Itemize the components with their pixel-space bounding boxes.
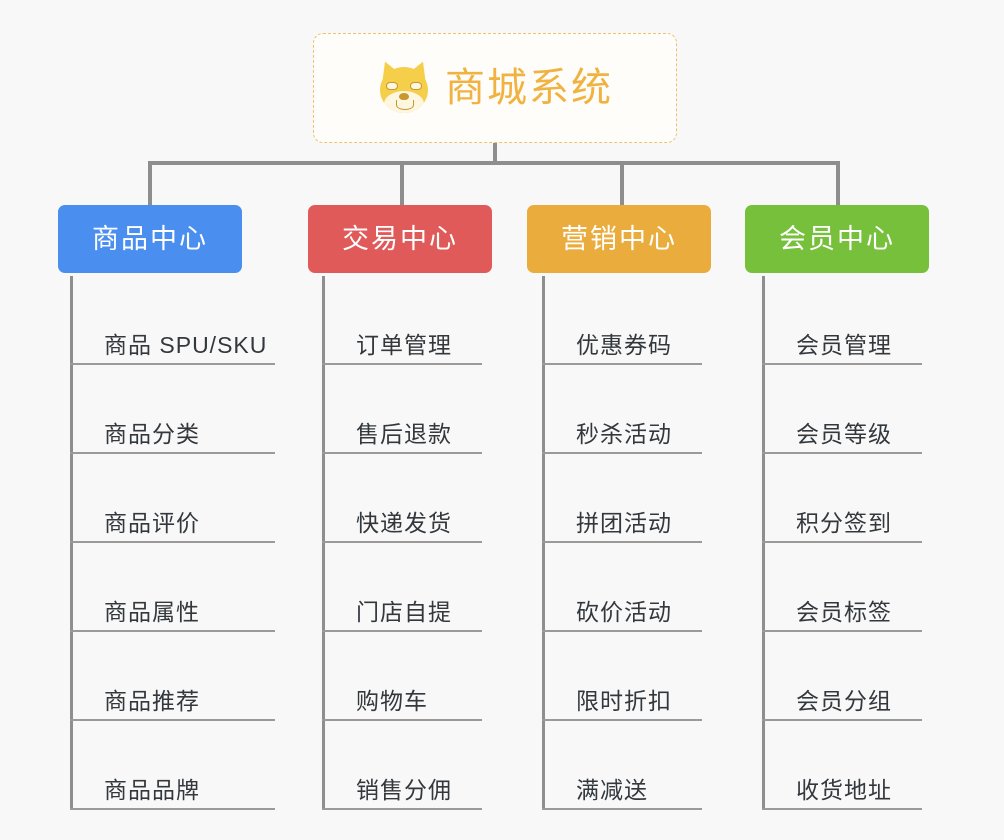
leaf-item-label: 商品 SPU/SKU [104, 331, 268, 358]
leaf-item[interactable]: 销售分佣 [322, 721, 482, 810]
leaf-item[interactable]: 商品属性 [70, 543, 275, 632]
leaf-column-marketing-center: 优惠券码 秒杀活动 拼团活动 砍价活动 限时折扣 满减送 [542, 276, 702, 810]
leaf-item[interactable]: 限时折扣 [542, 632, 702, 721]
leaf-item-label: 会员分组 [796, 687, 892, 714]
leaf-item-label: 会员标签 [796, 598, 892, 625]
leaf-item[interactable]: 商品分类 [70, 365, 275, 454]
category-header-product-center[interactable]: 商品中心 [58, 205, 242, 273]
leaf-item[interactable]: 砍价活动 [542, 543, 702, 632]
leaf-item-label: 商品品牌 [104, 776, 200, 803]
leaf-column-stem [70, 276, 73, 810]
leaf-item[interactable]: 满减送 [542, 721, 702, 810]
leaf-item[interactable]: 商品品牌 [70, 721, 275, 810]
leaf-item[interactable]: 商品推荐 [70, 632, 275, 721]
leaf-item-label: 商品属性 [104, 598, 200, 625]
leaf-item-label: 门店自提 [356, 598, 452, 625]
leaf-item-label: 销售分佣 [356, 776, 452, 803]
connector-drop-1 [148, 161, 152, 206]
leaf-item[interactable]: 会员管理 [762, 276, 922, 365]
leaf-item-label: 砍价活动 [576, 598, 672, 625]
leaf-item[interactable]: 快递发货 [322, 454, 482, 543]
leaf-column-member-center: 会员管理 会员等级 积分签到 会员标签 会员分组 收货地址 [762, 276, 922, 810]
leaf-column-product-center: 商品 SPU/SKU 商品分类 商品评价 商品属性 商品推荐 商品品牌 [70, 276, 275, 810]
root-node[interactable]: 商城系统 [313, 33, 677, 143]
leaf-item-label: 订单管理 [356, 331, 452, 358]
leaf-item[interactable]: 购物车 [322, 632, 482, 721]
leaf-column-stem [542, 276, 545, 810]
leaf-item[interactable]: 售后退款 [322, 365, 482, 454]
category-header-label: 会员中心 [779, 223, 895, 254]
leaf-item-label: 售后退款 [356, 420, 452, 447]
leaf-item-label: 限时折扣 [576, 687, 672, 714]
leaf-item-label: 优惠券码 [576, 331, 672, 358]
leaf-item[interactable]: 秒杀活动 [542, 365, 702, 454]
leaf-item[interactable]: 门店自提 [322, 543, 482, 632]
connector-drop-2 [400, 161, 404, 206]
leaf-item-label: 会员管理 [796, 331, 892, 358]
category-header-label: 营销中心 [561, 223, 677, 254]
root-title: 商城系统 [445, 66, 613, 110]
category-header-label: 商品中心 [92, 223, 208, 254]
category-header-marketing-center[interactable]: 营销中心 [527, 205, 711, 273]
leaf-item[interactable]: 会员标签 [762, 543, 922, 632]
leaf-item-label: 商品评价 [104, 509, 200, 536]
dog-face-icon [376, 58, 432, 115]
leaf-column-stem [762, 276, 765, 810]
leaf-item[interactable]: 商品评价 [70, 454, 275, 543]
leaf-column-stem [322, 276, 325, 810]
leaf-item-label: 拼团活动 [576, 509, 672, 536]
leaf-item-label: 快递发货 [356, 509, 452, 536]
leaf-item[interactable]: 会员分组 [762, 632, 922, 721]
leaf-item[interactable]: 商品 SPU/SKU [70, 276, 275, 365]
category-header-label: 交易中心 [342, 223, 458, 254]
connector-horizontal-bus [148, 161, 840, 165]
leaf-column-trade-center: 订单管理 售后退款 快递发货 门店自提 购物车 销售分佣 [322, 276, 482, 810]
connector-drop-3 [620, 161, 624, 206]
leaf-item-label: 购物车 [356, 687, 428, 714]
connector-root-stem [493, 143, 497, 164]
leaf-item-label: 收货地址 [796, 776, 892, 803]
leaf-item[interactable]: 拼团活动 [542, 454, 702, 543]
leaf-item-label: 商品推荐 [104, 687, 200, 714]
leaf-item[interactable]: 收货地址 [762, 721, 922, 810]
leaf-item-label: 会员等级 [796, 420, 892, 447]
category-header-trade-center[interactable]: 交易中心 [308, 205, 492, 273]
leaf-item[interactable]: 订单管理 [322, 276, 482, 365]
leaf-item[interactable]: 积分签到 [762, 454, 922, 543]
leaf-item[interactable]: 会员等级 [762, 365, 922, 454]
leaf-item-label: 积分签到 [796, 509, 892, 536]
connector-drop-4 [836, 161, 840, 206]
category-header-member-center[interactable]: 会员中心 [745, 205, 929, 273]
leaf-item[interactable]: 优惠券码 [542, 276, 702, 365]
leaf-item-label: 满减送 [576, 776, 648, 803]
leaf-item-label: 秒杀活动 [576, 420, 672, 447]
leaf-item-label: 商品分类 [104, 420, 200, 447]
